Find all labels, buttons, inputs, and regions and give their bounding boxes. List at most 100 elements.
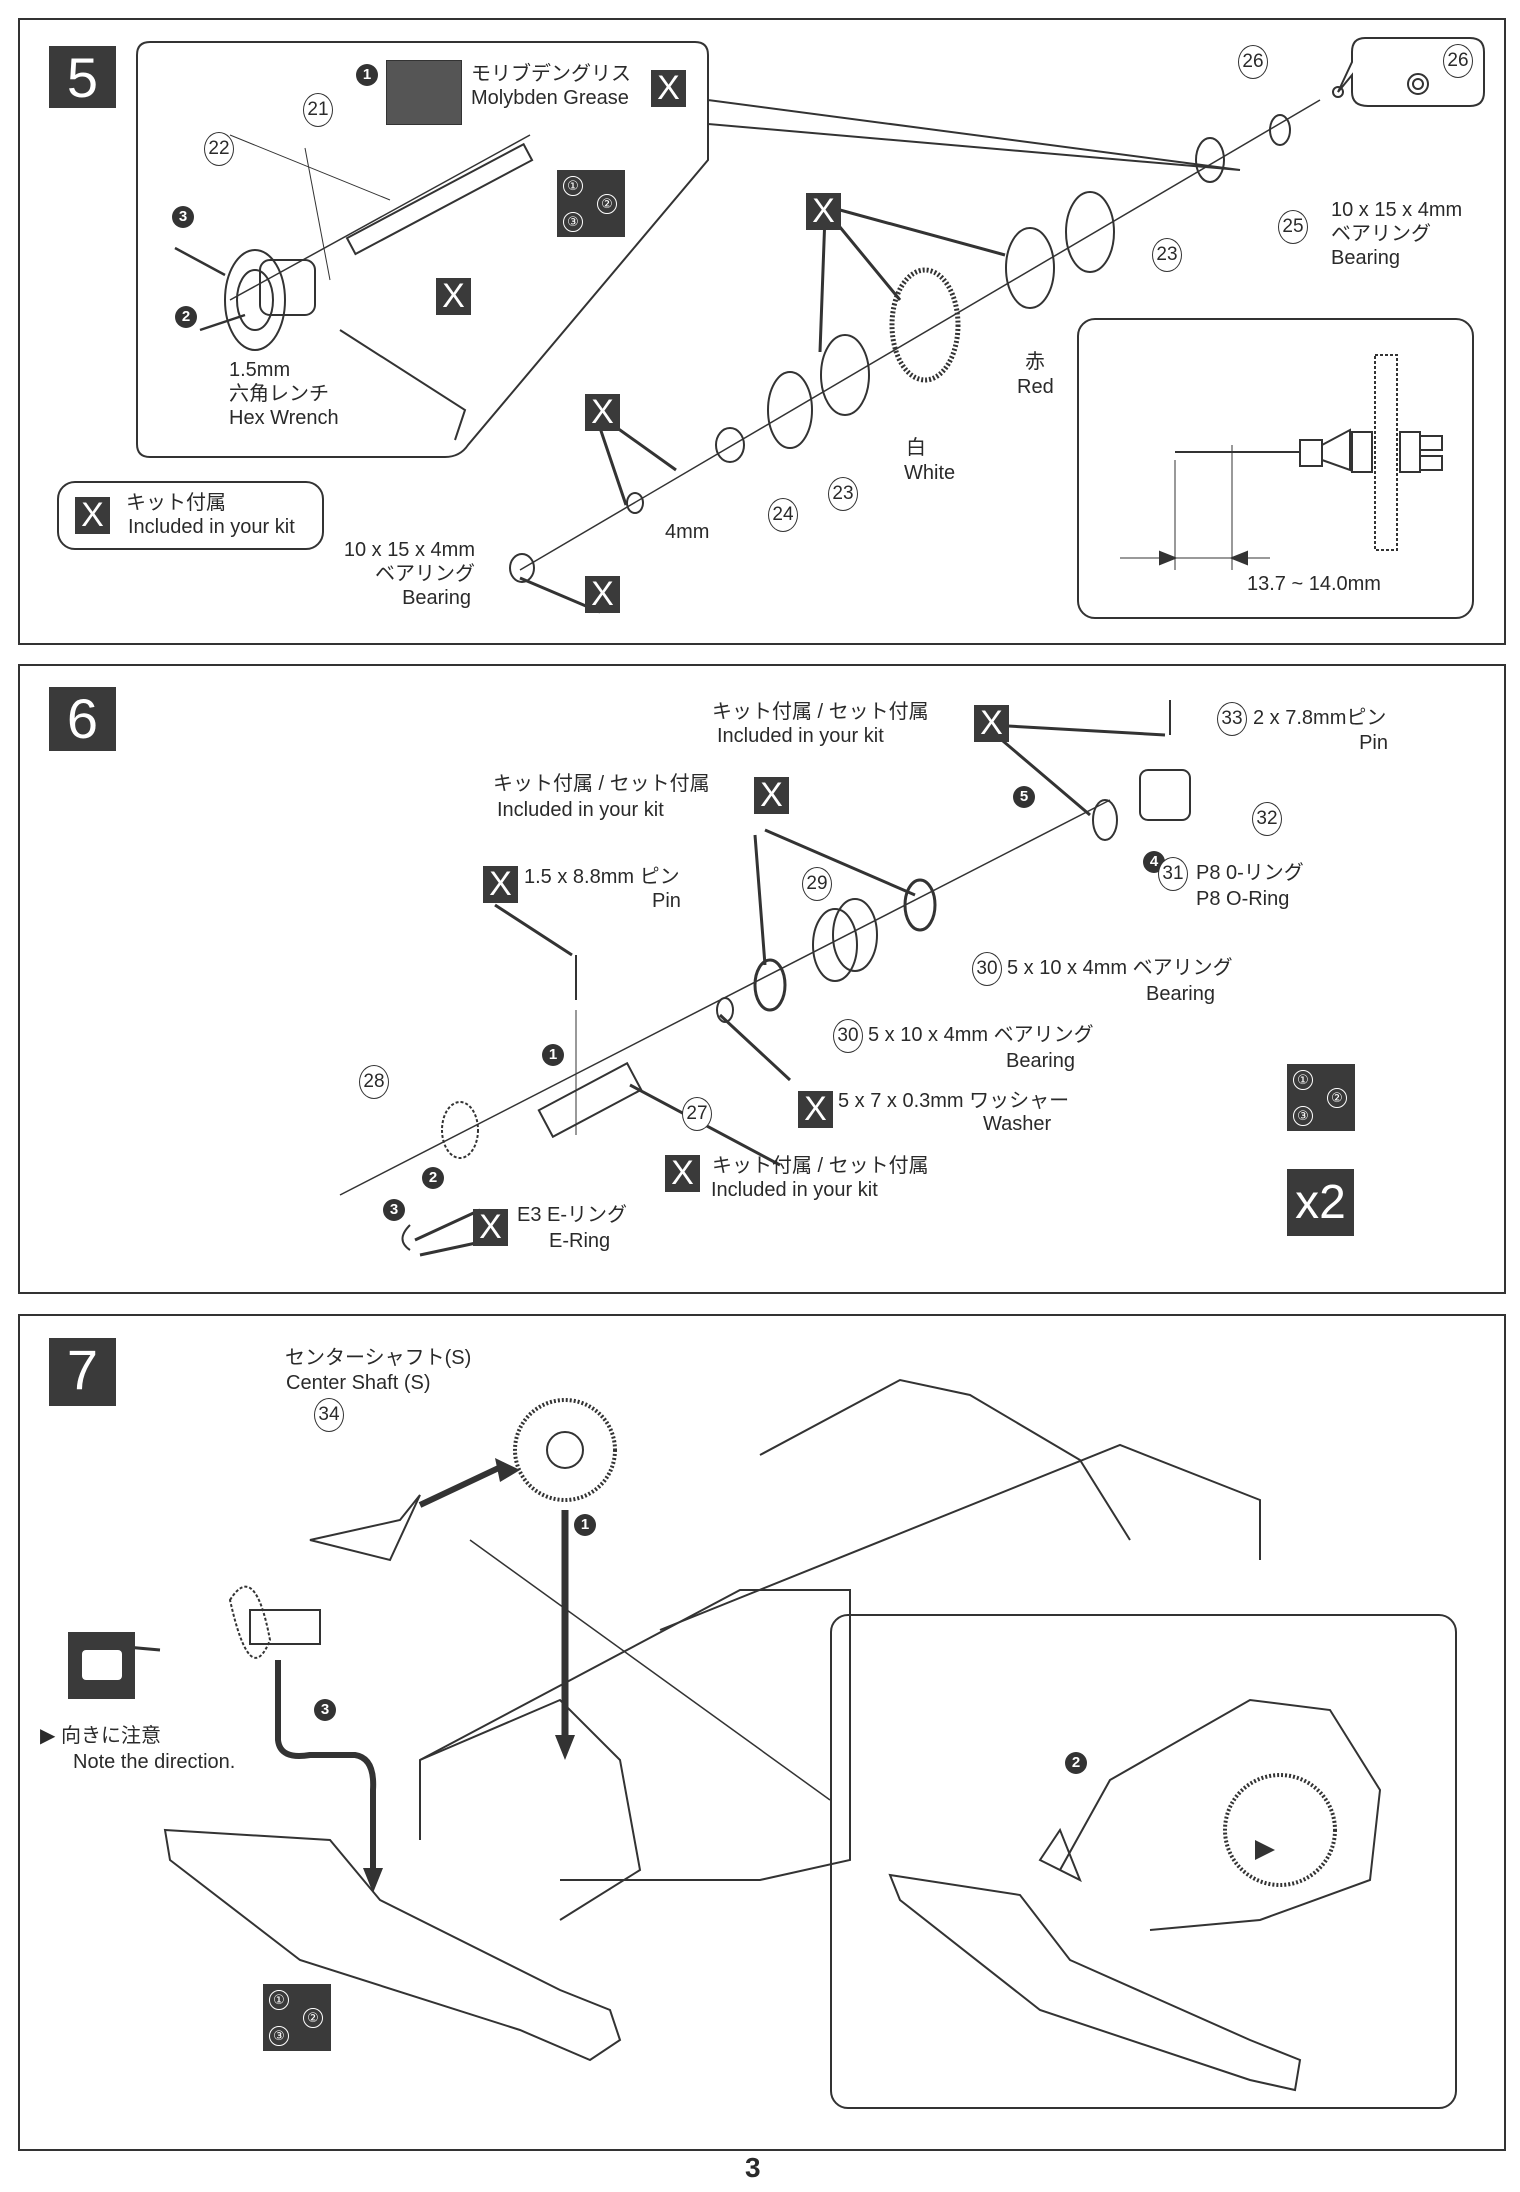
step7-result-inset [830, 1614, 1457, 2109]
step5-marker-2: 2 [175, 306, 197, 328]
center-shaft-en: Center Shaft (S) [286, 1372, 431, 1394]
step7-marker-1: 1 [574, 1514, 596, 1536]
part-24: 24 [768, 498, 798, 532]
ering-size: E3 E-リング [517, 1204, 628, 1226]
kit-label-jp: キット付属 / セット付属 [712, 1155, 929, 1177]
step-5-number: 5 [49, 46, 116, 109]
kit-included-icon: X [75, 497, 110, 534]
multiplier-x2: x2 [1287, 1169, 1354, 1236]
seq-3: ③ [563, 212, 583, 232]
oring-jp: P8 0-リング [1196, 862, 1304, 884]
step5-marker-1: 1 [356, 64, 378, 86]
seq-2: ② [1327, 1088, 1347, 1108]
washer-size: 5 x 7 x 0.3mm ワッシャー [838, 1090, 1070, 1112]
bearing30b-en: Bearing [1006, 1050, 1075, 1072]
seq-1: ① [563, 176, 583, 196]
legend-label-en: Included in your kit [128, 516, 295, 538]
part-30: 30 [972, 952, 1002, 986]
part-30: 30 [833, 1019, 863, 1053]
seq-3: ③ [269, 2026, 289, 2046]
part-26: 26 [1238, 45, 1268, 79]
nut-size: 4mm [665, 521, 710, 543]
bullet-icon: ▶ [40, 1725, 56, 1747]
step-7-number: 7 [49, 1338, 116, 1406]
step6-marker-3: 3 [383, 1199, 405, 1221]
measurement-label: 13.7 ~ 14.0mm [1247, 573, 1381, 595]
kit-included-icon: X [483, 866, 518, 903]
shim-white-en: White [904, 462, 956, 484]
shim-red-jp: 赤 [1025, 351, 1045, 373]
kit-label-en: Included in your kit [497, 799, 664, 821]
part-22: 22 [204, 132, 234, 166]
center-shaft-jp: センターシャフト(S) [285, 1347, 472, 1369]
step6-marker-1: 1 [542, 1044, 564, 1066]
pin33-size: 2 x 7.8mmピン [1253, 707, 1387, 729]
legend-label-jp: キット付属 [126, 492, 226, 514]
bearing-right-jp: ベアリング [1331, 223, 1431, 245]
bearing30a-en: Bearing [1146, 983, 1215, 1005]
kit-included-icon: X [798, 1091, 833, 1128]
shim-white-jp: 白 [906, 437, 926, 459]
kit-label-en: Included in your kit [711, 1179, 878, 1201]
measurement-inset [1077, 318, 1474, 619]
kit-included-icon: X [473, 1209, 508, 1246]
oring-en: P8 O-Ring [1196, 888, 1290, 910]
kit-label-jp: キット付属 / セット付属 [712, 701, 929, 723]
step7-marker-2: 2 [1065, 1752, 1087, 1774]
washer-en: Washer [983, 1113, 1052, 1135]
seq-3: ③ [1293, 1106, 1313, 1126]
pin-small-size: 1.5 x 8.8mm ピン [524, 866, 680, 888]
sequence-icon: ① ② ③ [263, 1984, 331, 2051]
part-28: 28 [359, 1065, 389, 1099]
kit-included-icon: X [585, 394, 620, 431]
kit-included-icon: X [754, 777, 789, 814]
ering-en: E-Ring [549, 1230, 611, 1252]
part-32: 32 [1252, 802, 1282, 836]
bearing-right-en: Bearing [1331, 247, 1400, 269]
pin-small-en: Pin [652, 890, 681, 912]
bearing-left-en: Bearing [402, 587, 471, 609]
bearing-left-size: 10 x 15 x 4mm [343, 539, 475, 561]
seq-2: ② [597, 194, 617, 214]
legend-box: X キット付属 Included in your kit [57, 481, 324, 550]
step6-marker-5: 5 [1013, 786, 1035, 808]
wrench-label-en: Hex Wrench [229, 407, 339, 429]
seq-1: ① [1293, 1070, 1313, 1090]
kit-included-icon: X [436, 278, 471, 315]
part-34: 34 [314, 1398, 344, 1432]
part-29: 29 [802, 867, 832, 901]
kit-included-icon: X [585, 576, 620, 613]
step7-marker-3: 3 [314, 1699, 336, 1721]
kit-included-icon: X [974, 705, 1009, 742]
kit-label-jp: キット付属 / セット付属 [493, 773, 710, 795]
grease-label-jp: モリブデングリス [471, 63, 631, 85]
bearing-left-jp: ベアリング [375, 563, 475, 585]
step5-detail-frame [136, 41, 1241, 458]
step-6-number: 6 [49, 687, 116, 751]
part-26-callout: 26 [1443, 44, 1473, 78]
sequence-icon: ① ② ③ [557, 170, 625, 237]
direction-note-jp-text: 向きに注意 [60, 1725, 161, 1747]
part-21: 21 [303, 93, 333, 127]
bearing30a-size: 5 x 10 x 4mm ベアリング [1007, 957, 1233, 979]
pin33-en: Pin [1359, 732, 1388, 754]
part-33: 33 [1217, 702, 1247, 736]
step5-callout-26 [1337, 37, 1485, 107]
direction-note-jp: ▶ 向きに注意 [40, 1724, 161, 1748]
direction-note-en: Note the direction. [73, 1751, 236, 1773]
part-23: 23 [1152, 238, 1182, 272]
part-31: 31 [1158, 857, 1188, 891]
bearing-right-size: 10 x 15 x 4mm [1331, 199, 1463, 221]
step6-marker-2: 2 [422, 1167, 444, 1189]
bearing30b-size: 5 x 10 x 4mm ベアリング [868, 1024, 1094, 1046]
kit-included-icon: X [806, 193, 841, 230]
kit-included-icon: X [651, 70, 686, 107]
part-25: 25 [1278, 210, 1308, 244]
grease-label-en: Molybden Grease [471, 87, 629, 109]
part-23: 23 [828, 477, 858, 511]
seq-2: ② [303, 2008, 323, 2028]
kit-included-icon: X [665, 1155, 700, 1192]
pointing-hand-icon [68, 1632, 135, 1699]
sequence-icon: ① ② ③ [1287, 1064, 1355, 1131]
